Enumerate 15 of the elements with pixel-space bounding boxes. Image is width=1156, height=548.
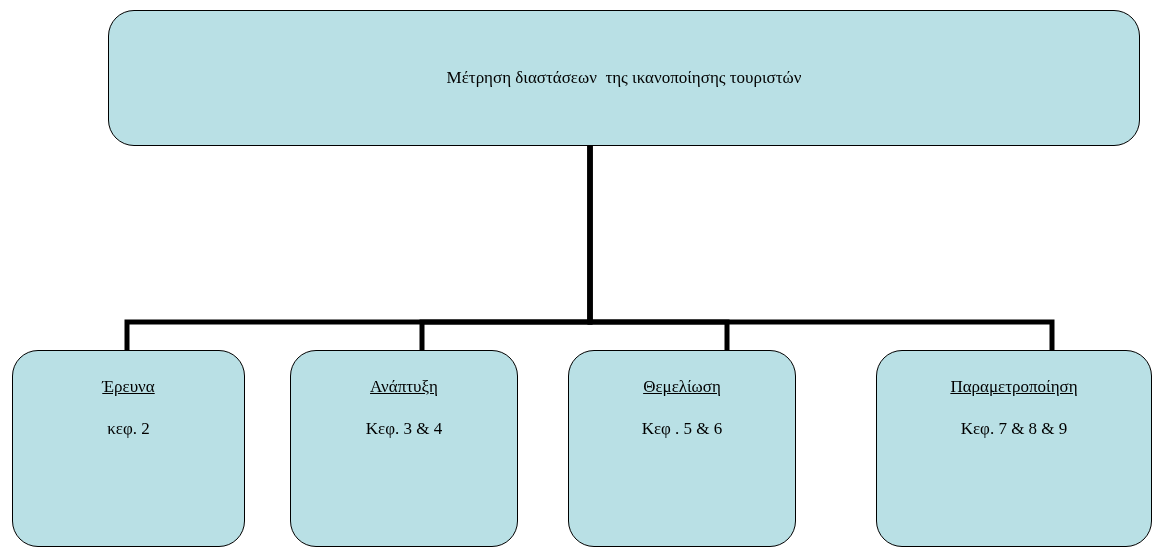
- connector-line: [587, 146, 1055, 350]
- title-box: [108, 10, 1140, 146]
- chapter-reference: κεφ. 2: [107, 419, 150, 439]
- section-heading: Έρευνα: [102, 377, 155, 397]
- chapter-box: [568, 350, 796, 547]
- section-heading: Παραμετροποίηση: [950, 377, 1078, 397]
- chapter-box: [12, 350, 245, 547]
- chapter-box: [876, 350, 1152, 547]
- section-heading: Ανάπτυξη: [370, 377, 438, 397]
- section-heading: Θεμελίωση: [643, 377, 721, 397]
- chapter-reference: Κεφ. 3 & 4: [365, 419, 443, 439]
- diagram-title-text: Μέτρηση διαστάσεων της ικανοποίησης τουριστών: [446, 68, 802, 88]
- chapter-reference: Κεφ. 7 & 8 & 9: [960, 419, 1068, 439]
- chapter-reference: Κεφ . 5 & 6: [641, 419, 723, 439]
- chapter-box: [290, 350, 518, 547]
